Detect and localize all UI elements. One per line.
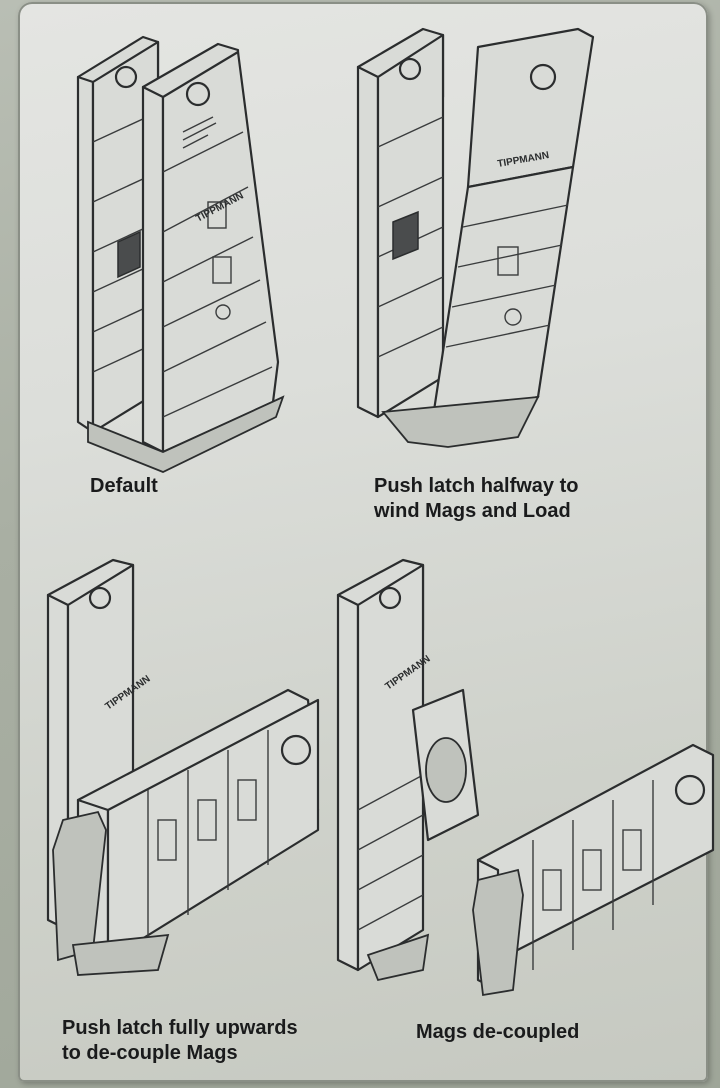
panel-fully: TIPPMANN Push latch fully upwards to de-… bbox=[38, 550, 338, 1070]
coupler-dial bbox=[425, 737, 467, 803]
magazines-decoupling-illustration: TIPPMANN bbox=[46, 558, 320, 976]
front-magazine-tilted: TIPPMANN bbox=[431, 27, 595, 419]
magazines-separated-illustration: TIPPMANN bbox=[336, 558, 715, 997]
magazines-coupled-illustration: TIPPMANN bbox=[76, 35, 285, 473]
panel-default: TIPPMANN Default bbox=[48, 22, 308, 497]
caption-fully: Push latch fully upwards to de-couple Ma… bbox=[62, 1017, 298, 1064]
rear-magazine bbox=[356, 27, 445, 419]
base-plate bbox=[381, 395, 540, 448]
latch bbox=[392, 210, 419, 261]
base-plate bbox=[366, 933, 430, 982]
caption-halfway: Push latch halfway to wind Mags and Load bbox=[374, 475, 579, 522]
base-plate bbox=[71, 933, 170, 976]
caption-default: Default bbox=[90, 475, 158, 497]
panel-halfway: TIPPMANN Push latch halfway to wind Mags… bbox=[348, 17, 678, 522]
base-plate bbox=[87, 395, 285, 473]
front-magazine: TIPPMANN bbox=[141, 42, 280, 454]
latch-handle bbox=[472, 868, 524, 997]
caption-decoupled: Mags de-coupled bbox=[416, 1021, 580, 1043]
upright-magazine: TIPPMANN bbox=[336, 558, 433, 972]
latch bbox=[117, 230, 141, 279]
instruction-sheet: TIPPMANN Default bbox=[18, 2, 715, 1082]
panel-decoupled: TIPPMANN Mags de-coupled bbox=[328, 550, 715, 1070]
magazines-halfway-illustration: TIPPMANN bbox=[356, 27, 595, 448]
